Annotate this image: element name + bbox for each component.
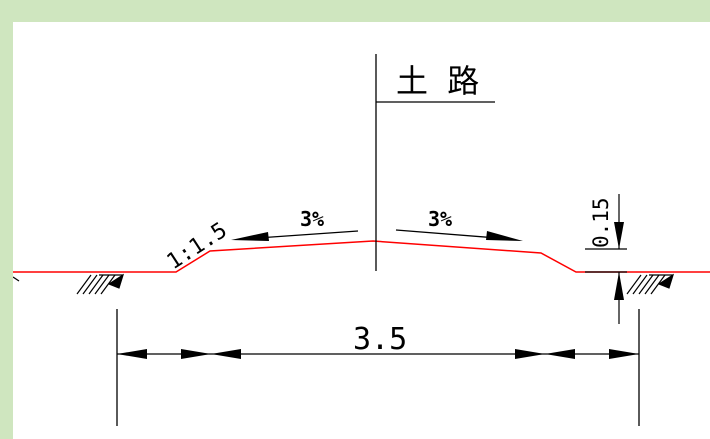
height-dimension bbox=[585, 194, 627, 324]
right-ground-hatch bbox=[626, 273, 675, 295]
width-dimension-label: 3.5 bbox=[353, 322, 407, 357]
left-ground-hatch bbox=[76, 273, 125, 295]
drawing-canvas: 土 路 3% 3% 1:1.5 bbox=[13, 22, 710, 439]
road-label: 土 路 bbox=[396, 62, 479, 100]
width-dimension bbox=[116, 309, 640, 426]
right-slope-label: 3% bbox=[428, 207, 452, 231]
height-dimension-label: 0.15 bbox=[589, 197, 613, 248]
right-slope-arrow bbox=[395, 229, 523, 241]
road-profile-line bbox=[13, 240, 710, 273]
side-slope-label: 1:1.5 bbox=[163, 218, 232, 275]
left-slope-arrow bbox=[231, 230, 359, 241]
left-slope-label: 3% bbox=[300, 207, 324, 231]
road-cross-section-drawing: 土 路 3% 3% 1:1.5 bbox=[13, 54, 710, 426]
left-edge-tick bbox=[13, 276, 20, 282]
